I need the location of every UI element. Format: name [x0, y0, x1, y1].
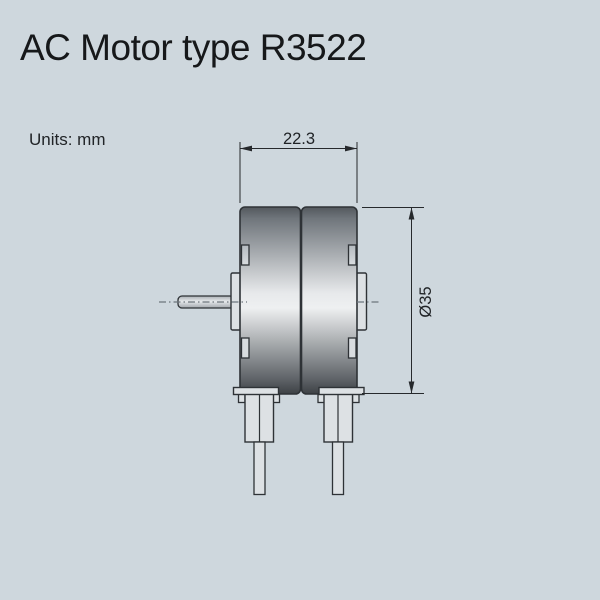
page-title: AC Motor type R3522	[20, 27, 367, 68]
terminal-pin-left	[253, 441, 266, 496]
diameter-arrow-top-icon	[408, 207, 415, 220]
mounting-tab-left-bottom	[240, 337, 250, 359]
terminal-assembly-right	[317, 386, 365, 496]
width-dimension-label: 22.3	[282, 130, 316, 148]
mounting-tab-right-top	[347, 244, 357, 266]
terminal-step-right-outer	[351, 393, 360, 404]
motor-body-right-half	[300, 206, 358, 395]
terminal-plate-right	[318, 386, 365, 396]
diameter-dimension-label: Ø35	[417, 286, 435, 318]
terminal-assembly-left	[232, 386, 281, 496]
diameter-arrow-bottom-icon	[408, 381, 415, 394]
mounting-tab-left-top	[240, 244, 250, 266]
terminal-step-left-outer	[237, 393, 246, 404]
width-arrow-right-icon	[345, 145, 357, 152]
units-label: Units: mm	[29, 130, 106, 149]
terminal-pin-right	[331, 441, 345, 496]
width-arrow-left-icon	[240, 145, 252, 152]
width-dimension	[239, 142, 358, 203]
diameter-dimension	[362, 207, 424, 394]
motor-body-left-half	[239, 206, 302, 395]
mounting-tab-right-bottom	[347, 337, 357, 359]
terminal-plate-left	[232, 386, 280, 396]
